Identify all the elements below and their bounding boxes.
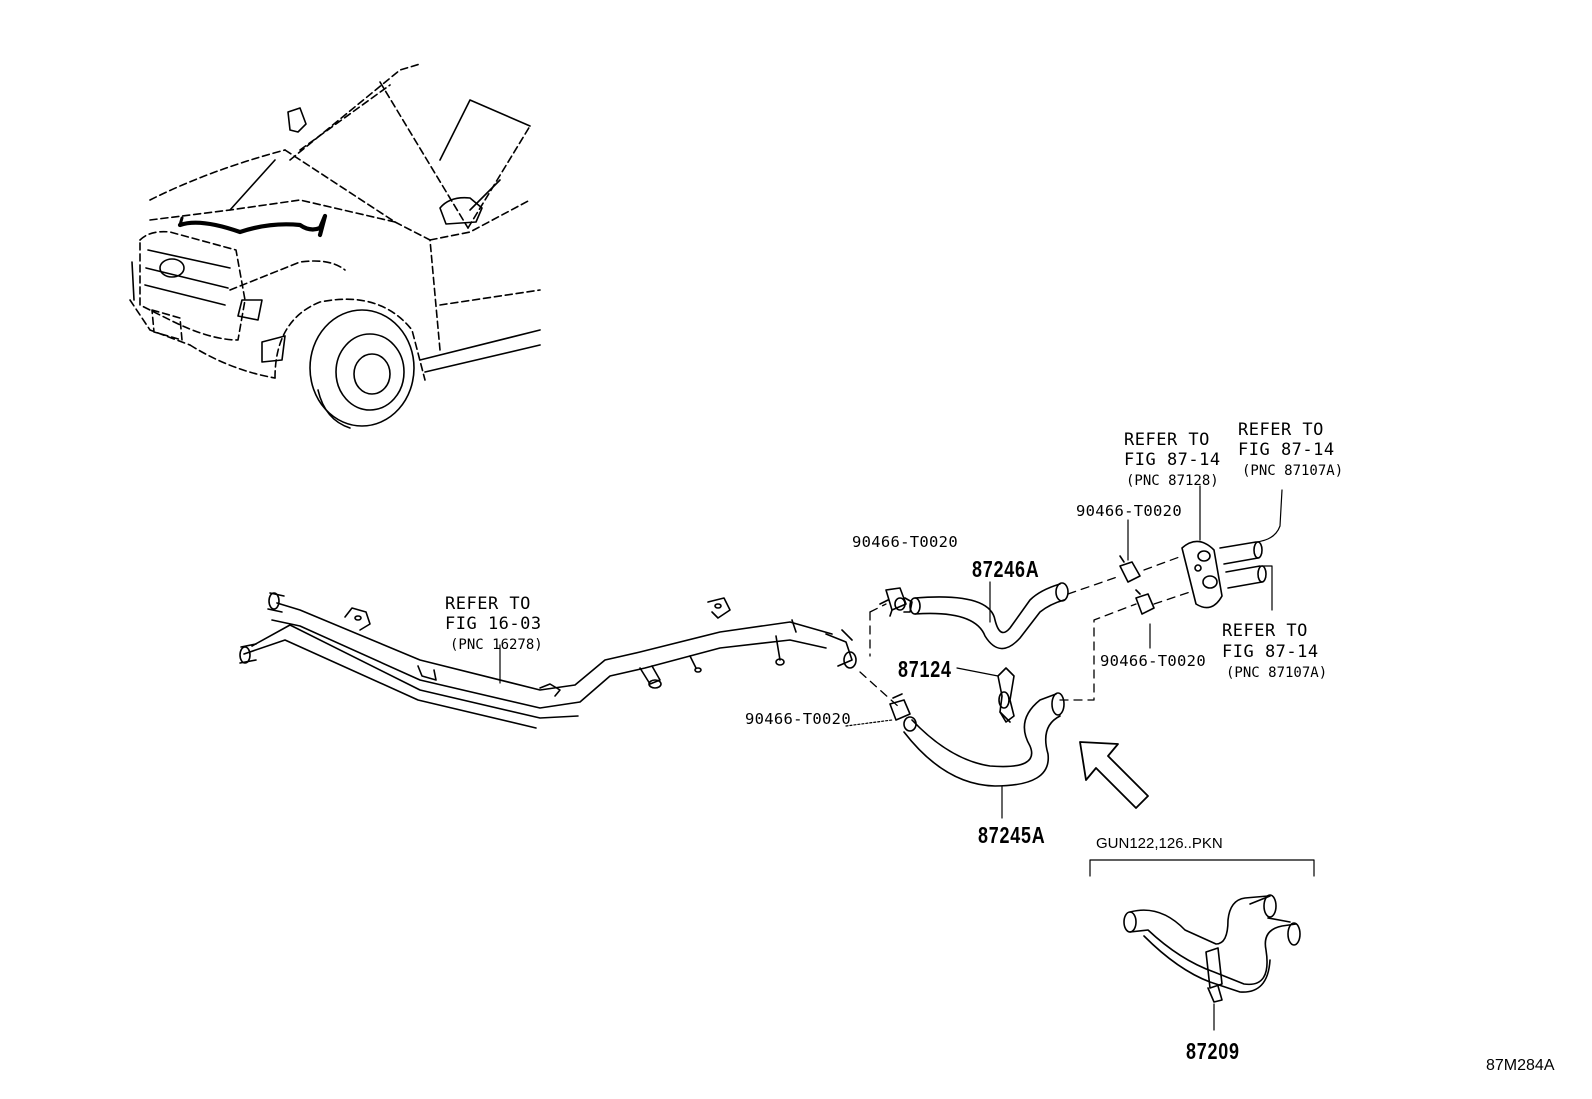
view-arrow xyxy=(1079,741,1149,809)
refer-16-03-line2: FIG 16-03 xyxy=(445,614,542,634)
vehicle-illustration xyxy=(129,63,541,429)
hose-87209 xyxy=(1123,894,1301,1031)
refer-16-03-line1: REFER TO xyxy=(445,594,531,614)
hose-87245a xyxy=(889,692,1065,819)
clip-left-upper-label: 90466-T0020 xyxy=(852,533,958,551)
variant-note: GUN122,126..PKN xyxy=(1096,835,1223,852)
refer-16-03-pnc: (PNC 16278) xyxy=(450,637,543,653)
hose-87245a-label: 87245A xyxy=(978,822,1046,848)
refer-87107a-top-pnc: (PNC 87107A) xyxy=(1242,463,1344,479)
hose-87246a xyxy=(879,581,1069,650)
clamp-87124 xyxy=(956,667,1015,723)
clip-left-lower-label: 90466-T0020 xyxy=(745,710,851,728)
hose-87209-label: 87209 xyxy=(1186,1038,1240,1064)
illustration-id: 87M284A xyxy=(1486,1057,1555,1074)
refer-87107a-top-line1: REFER TO xyxy=(1238,420,1324,440)
refer-87128-line1: REFER TO xyxy=(1124,430,1210,450)
clip-right-lower-label: 90466-T0020 xyxy=(1100,652,1206,670)
clip-right-upper-label: 90466-T0020 xyxy=(1076,502,1182,520)
refer-87107a-top-line2: FIG 87-14 xyxy=(1238,440,1335,460)
clamp-87124-label: 87124 xyxy=(898,656,952,682)
refer-87107a-bottom-pnc: (PNC 87107A) xyxy=(1226,665,1328,681)
variant-bracket xyxy=(1089,859,1315,877)
hose-87246a-label: 87246A xyxy=(972,556,1040,582)
water-pipe-assembly xyxy=(239,592,857,729)
refer-87107a-bottom-line2: FIG 87-14 xyxy=(1222,642,1319,662)
refer-87128-pnc: (PNC 87128) xyxy=(1126,473,1219,489)
refer-87128-line2: FIG 87-14 xyxy=(1124,450,1221,470)
heater-connector xyxy=(1119,485,1283,649)
refer-87107a-bottom-line1: REFER TO xyxy=(1222,621,1308,641)
